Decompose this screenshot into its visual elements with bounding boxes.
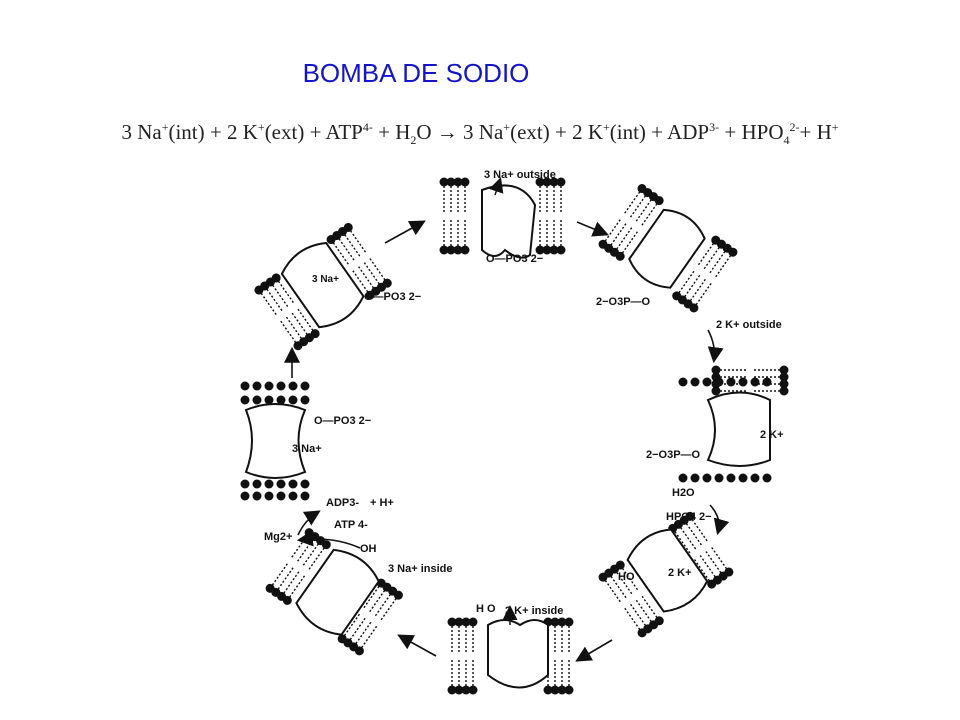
equation-part: 4 — [783, 133, 790, 148]
equation-part: (int) + ADP — [609, 120, 710, 144]
oh-label: OH — [360, 543, 377, 555]
equation-part: 2- — [789, 120, 800, 134]
equation-part: + — [257, 120, 265, 134]
po3-top-label: O—PO3 2− — [486, 253, 543, 265]
equation-part: + — [602, 120, 610, 134]
na-inside-label: 3 Na+ inside — [388, 563, 453, 575]
na-3-label: 3 Na+ — [312, 274, 339, 285]
k-bound-label: 2 K+ — [760, 429, 784, 441]
po3-upperleft-label: O—PO3 2− — [364, 291, 421, 303]
state-top-na-release: 3 Na+ outside O—PO3 2− — [440, 169, 566, 265]
equation-part: (ext) + 2 K — [510, 120, 603, 144]
k-inside-label: 2 K+ inside — [505, 605, 563, 617]
equation-part: 4- — [362, 120, 373, 134]
equation-part: + HPO — [719, 120, 784, 144]
equation-part: 3 Na — [121, 120, 162, 144]
equation-part: 3- — [709, 120, 720, 134]
arrow-upper-left-to-top — [384, 220, 426, 244]
state-bottom-k-release: H O 2 K+ inside — [448, 603, 574, 695]
equation-part: + H — [372, 120, 411, 144]
state-top-left — [251, 219, 394, 352]
po3-left-label: O—PO3 2− — [314, 415, 371, 427]
equation-part: (int) + 2 K — [168, 120, 258, 144]
sodium-pump-equation: 3 Na+(int) + 2 K+(ext) + ATP4- + H2O → 3… — [0, 120, 960, 148]
equation-part: + — [831, 120, 839, 134]
page-title: BOMBA DE SODIO — [302, 58, 530, 88]
k-outside-label: 2 K+ outside — [716, 319, 782, 331]
equation-part: + H — [799, 120, 832, 144]
h2o-label: H2O — [672, 487, 695, 499]
arrow-top-to-upper-right — [576, 221, 609, 237]
state-bottom-left — [264, 524, 407, 657]
adp-label: ADP3- — [326, 497, 359, 509]
o3p-right-label: 2−O3P—O — [596, 296, 651, 308]
arrow-mg — [296, 530, 361, 549]
equation-part: + — [503, 120, 511, 134]
state-left: 3 Na+ O—PO3 2− — [240, 381, 371, 501]
o3p-right2-label: 2−O3P—O — [646, 449, 701, 461]
equation-part: 2 — [410, 133, 417, 148]
na-outside-label: 3 Na+ outside — [484, 169, 556, 181]
k-inner-label: 2 K+ — [668, 567, 692, 579]
h-label: + H+ — [370, 497, 394, 509]
equation-part: O — [416, 120, 437, 144]
ho-label: HO — [618, 571, 635, 583]
atp-label: ATP 4- — [334, 519, 368, 531]
equation-part: 3 Na — [457, 120, 504, 144]
equation-part: + — [161, 120, 169, 134]
equation-part: → — [436, 120, 458, 144]
equation-part: (ext) + ATP — [264, 120, 363, 144]
na-bound-left-label: 3 Na+ — [292, 443, 322, 455]
arrow-right-to-lower-right — [709, 504, 730, 536]
arrow-bottom-to-lower-left — [397, 634, 437, 657]
ho-bottom-label: H O — [476, 603, 496, 615]
arrow-lower-right-to-bottom — [575, 639, 613, 662]
cycle-arrows — [284, 220, 730, 662]
arrow-upper-right-to-right — [707, 329, 724, 364]
state-right: 2 K+ 2−O3P—O — [646, 366, 789, 467]
state-bottom-right — [595, 508, 735, 639]
mg-label: Mg2+ — [264, 531, 292, 543]
state-top-right — [597, 182, 739, 314]
